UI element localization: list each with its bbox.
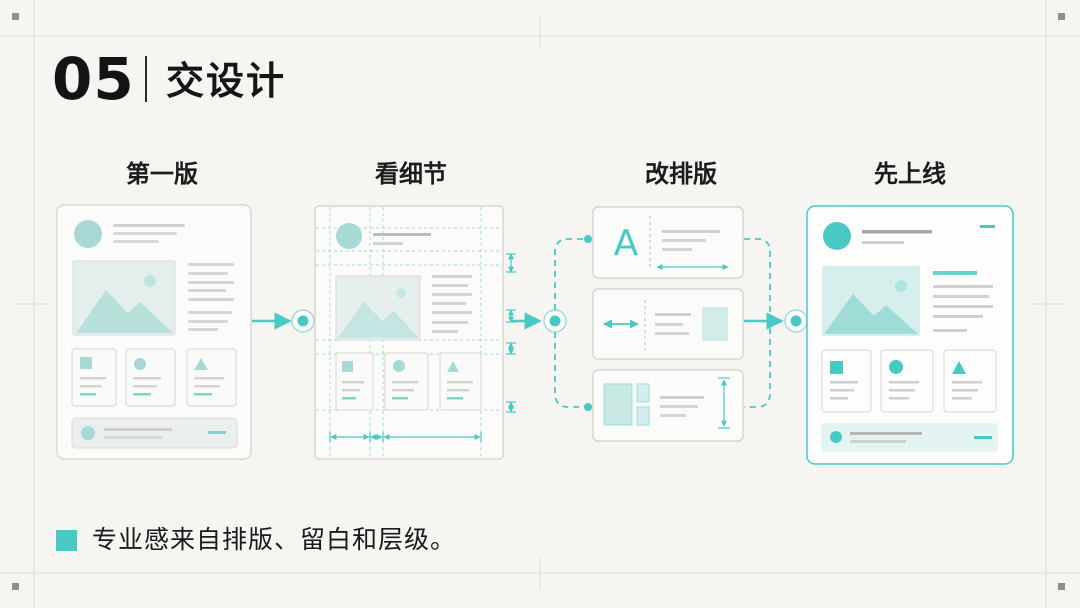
image-mountain-icon: [824, 294, 918, 334]
connector-3: [744, 309, 808, 333]
text-line: [113, 240, 159, 243]
corner-square-tr: [1058, 13, 1065, 20]
feature-card-circle: [384, 352, 429, 411]
feature-card-circle: [880, 349, 934, 413]
stage-label-first-version: 第一版: [126, 160, 198, 188]
mockup-first-version: [56, 204, 252, 460]
relayout-panel-typography: A: [592, 206, 744, 279]
stage-label-relayout: 改排版: [645, 160, 717, 188]
spacing-markers-horizontal: [329, 432, 482, 442]
feature-card-square: [821, 349, 872, 413]
connector-1: [252, 309, 315, 333]
triangle-icon: [194, 358, 208, 370]
text-line: [113, 232, 177, 235]
footer-caption: 专业感来自排版、留白和层级。: [92, 525, 457, 554]
feature-card-triangle: [439, 352, 482, 411]
connector-2: [511, 309, 567, 333]
corner-square-tl: [12, 13, 19, 20]
title-divider: [145, 56, 147, 102]
stage-label-go-live: 先上线: [874, 160, 946, 188]
section-number: 05: [52, 45, 135, 113]
circle-icon: [134, 358, 146, 370]
letter-a-icon: A: [614, 223, 639, 264]
footer-bullet-square: [56, 530, 77, 551]
flow-dot-bottom: [584, 403, 592, 411]
mockup-go-live: [806, 205, 1014, 465]
bottom-bar: [821, 423, 998, 452]
feature-card-circle: [125, 348, 176, 407]
image-mountain-icon: [338, 301, 419, 338]
mockup-check-details: [314, 205, 516, 460]
stage-label-check-details: 看细节: [375, 160, 447, 188]
image-sun-icon: [144, 275, 156, 287]
feature-card-triangle: [943, 349, 997, 413]
spacing-markers-vertical: [506, 253, 516, 413]
section-title: 交设计: [166, 59, 287, 103]
square-icon: [80, 357, 92, 369]
large-block-icon: [603, 383, 633, 426]
avatar-placeholder: [823, 222, 851, 250]
block-placeholder: [702, 307, 728, 341]
text-line: [113, 224, 185, 227]
avatar-placeholder: [336, 223, 362, 249]
text-block: [188, 263, 234, 331]
feature-card-square: [335, 352, 374, 411]
corner-square-br: [1058, 583, 1065, 590]
bottom-bar: [71, 417, 238, 449]
avatar-placeholder: [74, 220, 102, 248]
relayout-panel-spacing: [592, 288, 744, 360]
flow-dot-top: [584, 235, 592, 243]
feature-card-triangle: [186, 348, 237, 407]
relayout-panel-layout: [592, 369, 744, 442]
corner-square-bl: [12, 583, 19, 590]
image-mountain-icon: [76, 290, 173, 333]
feature-card-square: [71, 348, 117, 407]
